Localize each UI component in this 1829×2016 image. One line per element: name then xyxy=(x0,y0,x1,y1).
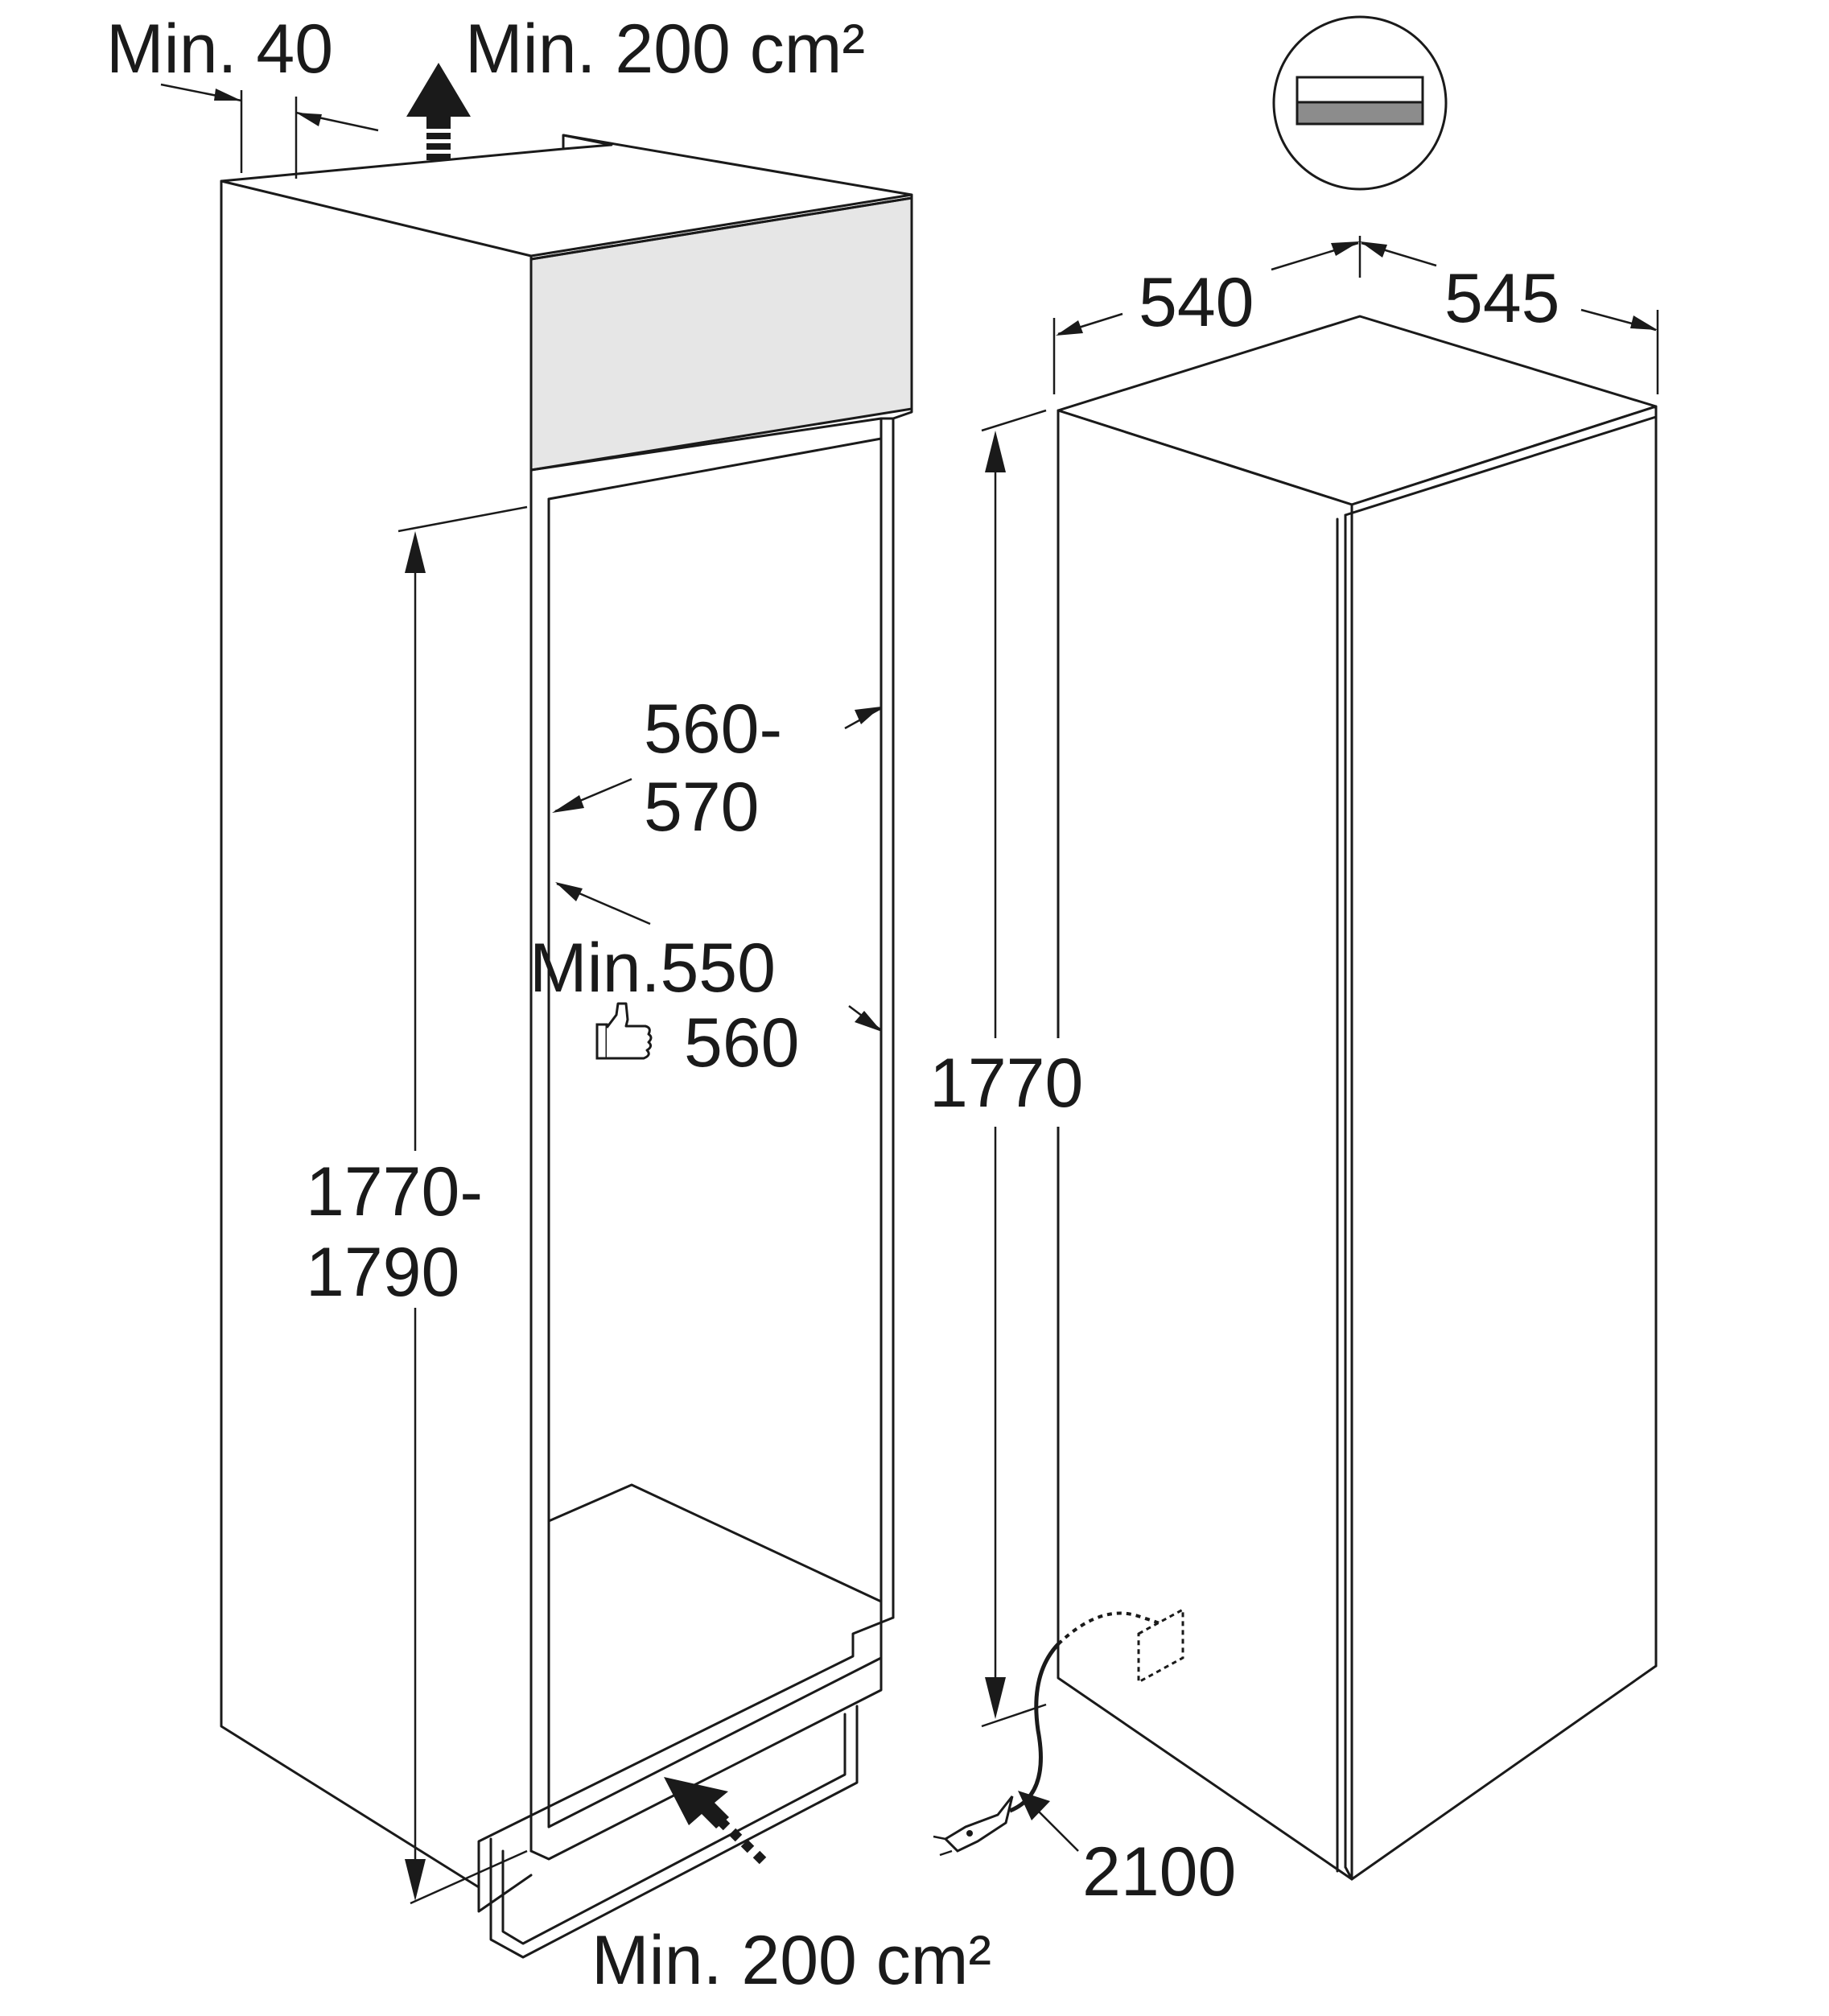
appliance-depth-label: 545 xyxy=(1444,260,1560,337)
power-plug-icon xyxy=(933,1795,1014,1857)
cable-length-label: 2100 xyxy=(1082,1833,1236,1911)
niche-height-dimension: 1770- 1790 xyxy=(306,505,528,1905)
appliance-height-dimension: 1770 xyxy=(925,409,1110,1728)
thumbs-up-icon xyxy=(595,1002,653,1060)
appliance-width-depth-dimension: 540 545 xyxy=(1052,236,1659,394)
niche-width-dimension: 560- 570 xyxy=(552,691,882,846)
min-40-label: Min. 40 xyxy=(106,10,333,88)
niche-depth-recommended: 560 xyxy=(684,1004,800,1082)
bottom-vent-label: Min. 200 cm² xyxy=(591,1922,991,1999)
niche-height-line1: 1770- xyxy=(306,1153,483,1231)
min-40-dimension: Min. 40 xyxy=(106,10,379,179)
bottom-vent-arrow: Min. 200 cm² xyxy=(591,1777,991,1999)
niche-height-line2: 1790 xyxy=(306,1234,459,1311)
appliance-body xyxy=(1057,315,1658,1881)
niche-depth-dimension: Min.550 560 xyxy=(529,882,882,1082)
appliance-height-label: 1770 xyxy=(929,1045,1083,1122)
niche-width-line2: 570 xyxy=(644,769,760,846)
niche-depth-min: Min.550 xyxy=(529,930,776,1007)
cable-length-dimension: 2100 xyxy=(1018,1791,1236,1911)
niche-cabinet xyxy=(220,134,913,1959)
built-in-niche-icon xyxy=(1272,15,1448,191)
niche-width-line1: 560- xyxy=(644,691,782,768)
top-vent-label: Min. 200 cm² xyxy=(465,10,865,88)
appliance-width-label: 540 xyxy=(1139,264,1254,341)
top-vent-arrow: Min. 200 cm² xyxy=(406,10,865,160)
